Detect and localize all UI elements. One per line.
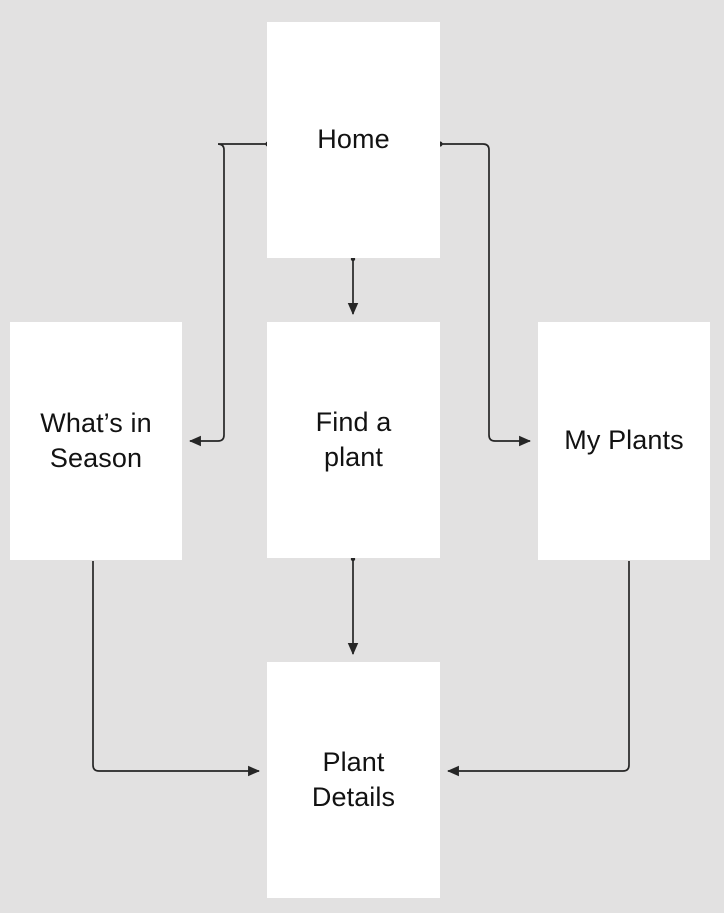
node-plant-details[interactable]: Plant Details	[267, 662, 440, 898]
edge-home-to-myplants	[437, 141, 531, 447]
node-home[interactable]: Home	[267, 22, 440, 258]
node-find-a-plant[interactable]: Find a plant	[267, 322, 440, 558]
edge-find-to-details	[347, 556, 359, 655]
node-whats-in-season[interactable]: What’s in Season	[10, 322, 182, 560]
edge-home-to-season	[189, 141, 271, 447]
node-my-plants-label: My Plants	[564, 425, 684, 456]
node-plant-details-label: Plant Details	[311, 746, 396, 812]
node-find-a-plant-label: Find a plant	[315, 406, 392, 472]
node-whats-in-season-label: What’s in Season	[40, 407, 152, 473]
node-home-label: Home	[317, 124, 390, 155]
edge-home-to-find	[347, 256, 359, 315]
edge-myplants-to-details	[447, 561, 630, 777]
edge-season-to-details	[92, 561, 260, 777]
node-my-plants[interactable]: My Plants	[538, 322, 710, 560]
